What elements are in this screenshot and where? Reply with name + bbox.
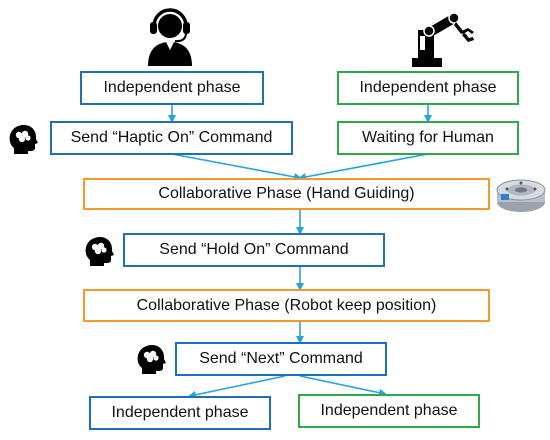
force-torque-sensor-icon — [496, 179, 546, 212]
waiting-for-human: Waiting for Human — [337, 121, 519, 155]
arrow-next-to-final-human — [188, 375, 286, 399]
send-next-command: Send “Next” Command — [175, 342, 387, 376]
brain-head-icon — [85, 237, 114, 266]
collaborative-phase-robot-keep-position: Collaborative Phase (Robot keep position… — [83, 289, 490, 322]
robot-arm-icon — [412, 12, 474, 67]
send-hold-on-command: Send “Hold On” Command — [123, 233, 385, 267]
robot-independent-phase: Independent phase — [337, 71, 519, 105]
brain-head-icon — [137, 345, 166, 374]
arrow-waiting-to-collab — [298, 153, 429, 181]
human-independent-phase: Independent phase — [80, 71, 264, 105]
final-robot-independent-phase: Independent phase — [298, 394, 480, 428]
send-haptic-on-command: Send “Haptic On” Command — [50, 121, 293, 155]
arrow-haptic-to-collab — [171, 153, 302, 181]
final-human-independent-phase: Independent phase — [89, 396, 271, 430]
collaborative-phase-hand-guiding: Collaborative Phase (Hand Guiding) — [83, 178, 490, 210]
operator-headset-icon — [148, 8, 192, 66]
brain-head-icon — [9, 125, 38, 154]
arrow-next-to-final-robot — [299, 375, 387, 397]
